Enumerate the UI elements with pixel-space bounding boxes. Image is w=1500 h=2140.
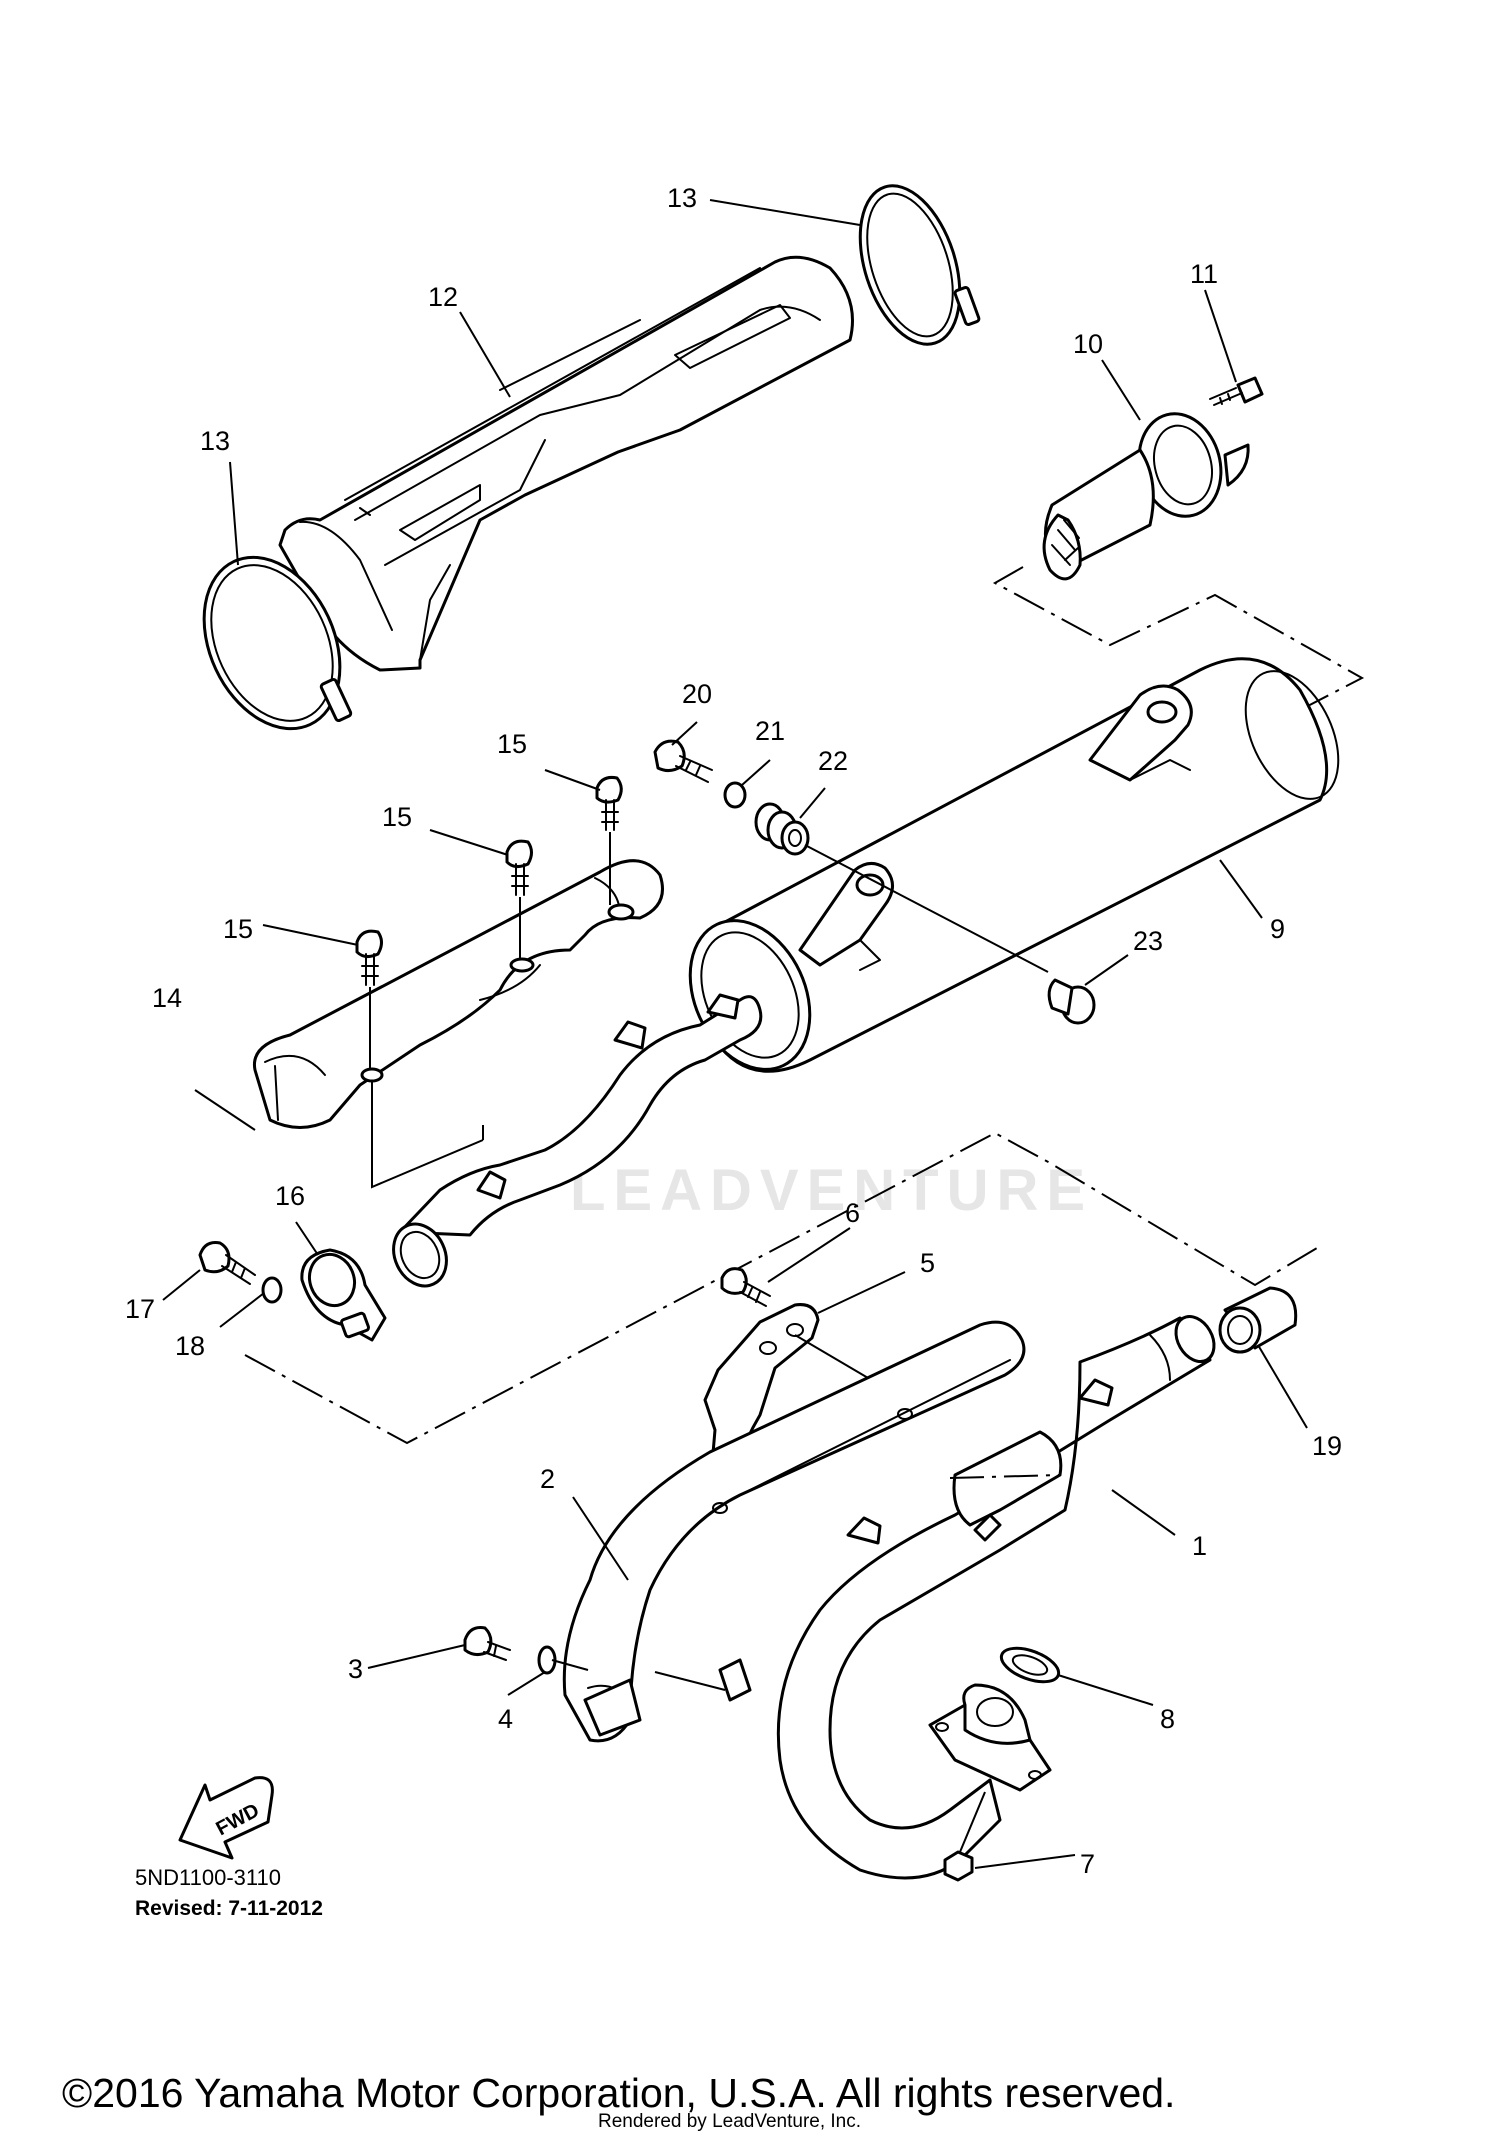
collar-23 [1047, 978, 1096, 1025]
gasket-19 [1218, 1286, 1298, 1354]
watermark: LEADVENTURE [570, 1158, 1093, 1223]
callout-22: 22 [818, 746, 848, 776]
leader-2-1 [654, 1671, 726, 1691]
grommet-22 [754, 802, 810, 856]
fwd-arrow: FWD [178, 1776, 274, 1860]
callout-3: 3 [348, 1654, 363, 1684]
callout-17: 17 [125, 1294, 155, 1324]
callout-23: 23 [1133, 926, 1163, 956]
pipe-cover [252, 859, 664, 1129]
bolt-15-top [595, 776, 623, 831]
callout-13-lower: 13 [200, 426, 230, 456]
bolt-15-mid [505, 839, 533, 896]
exhaust-flange [928, 1683, 1052, 1792]
exhaust-pipe-1 [776, 1315, 1216, 1880]
callout-labels: 13 12 13 11 10 20 21 22 15 15 15 9 23 14… [125, 183, 1342, 1879]
clamp-band-upper [858, 184, 981, 346]
heat-protector [278, 255, 854, 672]
leader-flange-7 [959, 1791, 986, 1853]
leader-15-bolts [369, 832, 611, 1070]
callout-2: 2 [540, 1464, 555, 1494]
clamp-band-lower [202, 555, 353, 731]
leader-4-2 [551, 1659, 589, 1671]
connector-pipe [392, 993, 763, 1288]
callout-19: 19 [1312, 1431, 1342, 1461]
callout-15-left: 15 [223, 914, 253, 944]
callout-9: 9 [1270, 914, 1285, 944]
pipe-protector-2 [562, 1320, 1026, 1743]
callout-15-top: 15 [497, 729, 527, 759]
leader-10-9 [992, 566, 1365, 711]
callout-18: 18 [175, 1331, 205, 1361]
callout-5: 5 [920, 1248, 935, 1278]
part-code: 5ND1100-3110 [135, 1865, 281, 1890]
bolt-6 [720, 1267, 771, 1307]
callout-12: 12 [428, 282, 458, 312]
callout-4: 4 [498, 1704, 513, 1734]
clip-2-1 [718, 1658, 752, 1702]
callout-10: 10 [1073, 329, 1103, 359]
callout-6: 6 [845, 1198, 860, 1228]
bolt-17 [198, 1241, 256, 1285]
callout-13-upper: 13 [667, 183, 697, 213]
callout-1: 1 [1192, 1531, 1207, 1561]
rendered-by: Rendered by LeadVenture, Inc. [598, 2111, 861, 2132]
callout-16: 16 [275, 1181, 305, 1211]
screw-11 [1209, 376, 1264, 406]
callout-15-mid: 15 [382, 802, 412, 832]
gasket-8 [999, 1646, 1061, 1684]
callout-21: 21 [755, 716, 785, 746]
bolt-3 [463, 1626, 511, 1661]
callout-14: 14 [152, 983, 182, 1013]
clamp-16 [300, 1248, 387, 1342]
bolt-15-left [355, 929, 383, 986]
leader-14-bracket [371, 1080, 484, 1189]
leader-22-23 [804, 844, 1049, 973]
callout-11: 11 [1190, 259, 1218, 289]
callout-7: 7 [1080, 1849, 1095, 1879]
watermark-text: LEADVENTURE [570, 1158, 1093, 1223]
revised-date: Revised: 7-11-2012 [135, 1897, 323, 1920]
bolt-20 [653, 739, 713, 783]
washer-21 [723, 781, 747, 809]
callout-20: 20 [682, 679, 712, 709]
callout-leaders [162, 199, 1308, 1869]
leader-5-pipe [794, 1334, 881, 1386]
copyright: ©2016 Yamaha Motor Corporation, U.S.A. A… [62, 2070, 1175, 2116]
nut-7 [943, 1850, 974, 1882]
spark-arrester [1042, 412, 1250, 581]
washer-18 [261, 1276, 283, 1304]
leader-16-19 [244, 1131, 1323, 1445]
callout-8: 8 [1160, 1704, 1175, 1734]
